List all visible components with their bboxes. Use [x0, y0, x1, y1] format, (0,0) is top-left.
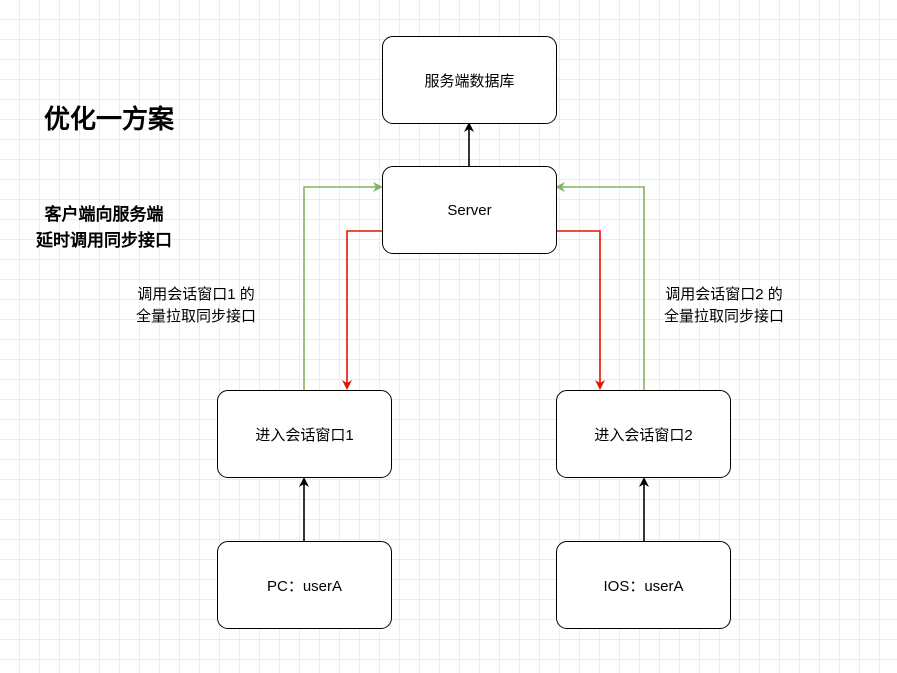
edge-label-left-line-1: 调用会话窗口1 的 [137, 286, 255, 303]
edge-session1-to-server [303, 182, 383, 390]
database-node-label: 服务端数据库 [424, 72, 515, 90]
edge-server-to-session2 [556, 230, 605, 390]
pc-user-node-label: PC：userA [266, 577, 343, 595]
subtitle-line-1: 客户端向服务端 [44, 205, 164, 224]
edge-label-right: 调用会话窗口2 的 全量拉取同步接口 [664, 284, 784, 328]
session1-node-label: 进入会话窗口1 [255, 426, 354, 444]
diagram-title: 优化一方案 [44, 104, 175, 134]
edge-session2-to-server [555, 182, 645, 390]
edge-label-left-line-2: 全量拉取同步接口 [136, 308, 257, 325]
ios-user-node-label: IOS：userA [603, 577, 684, 595]
edge-label-right-line-1: 调用会话窗口2 的 [665, 286, 783, 303]
edge-label-right-line-2: 全量拉取同步接口 [664, 308, 785, 325]
session2-node-label: 进入会话窗口2 [594, 426, 693, 444]
edge-label-left: 调用会话窗口1 的 全量拉取同步接口 [136, 284, 256, 328]
session1-node[interactable]: 进入会话窗口1 [217, 390, 392, 478]
edge-server-to-session1 [342, 230, 383, 390]
session2-node[interactable]: 进入会话窗口2 [556, 390, 731, 478]
server-node-label: Server [447, 201, 492, 219]
server-node[interactable]: Server [382, 166, 557, 254]
diagram-subtitle: 客户端向服务端 延时调用同步接口 [36, 202, 172, 254]
database-node[interactable]: 服务端数据库 [382, 36, 557, 124]
subtitle-line-2: 延时调用同步接口 [36, 231, 172, 250]
ios-user-node[interactable]: IOS：userA [556, 541, 731, 629]
pc-user-node[interactable]: PC：userA [217, 541, 392, 629]
